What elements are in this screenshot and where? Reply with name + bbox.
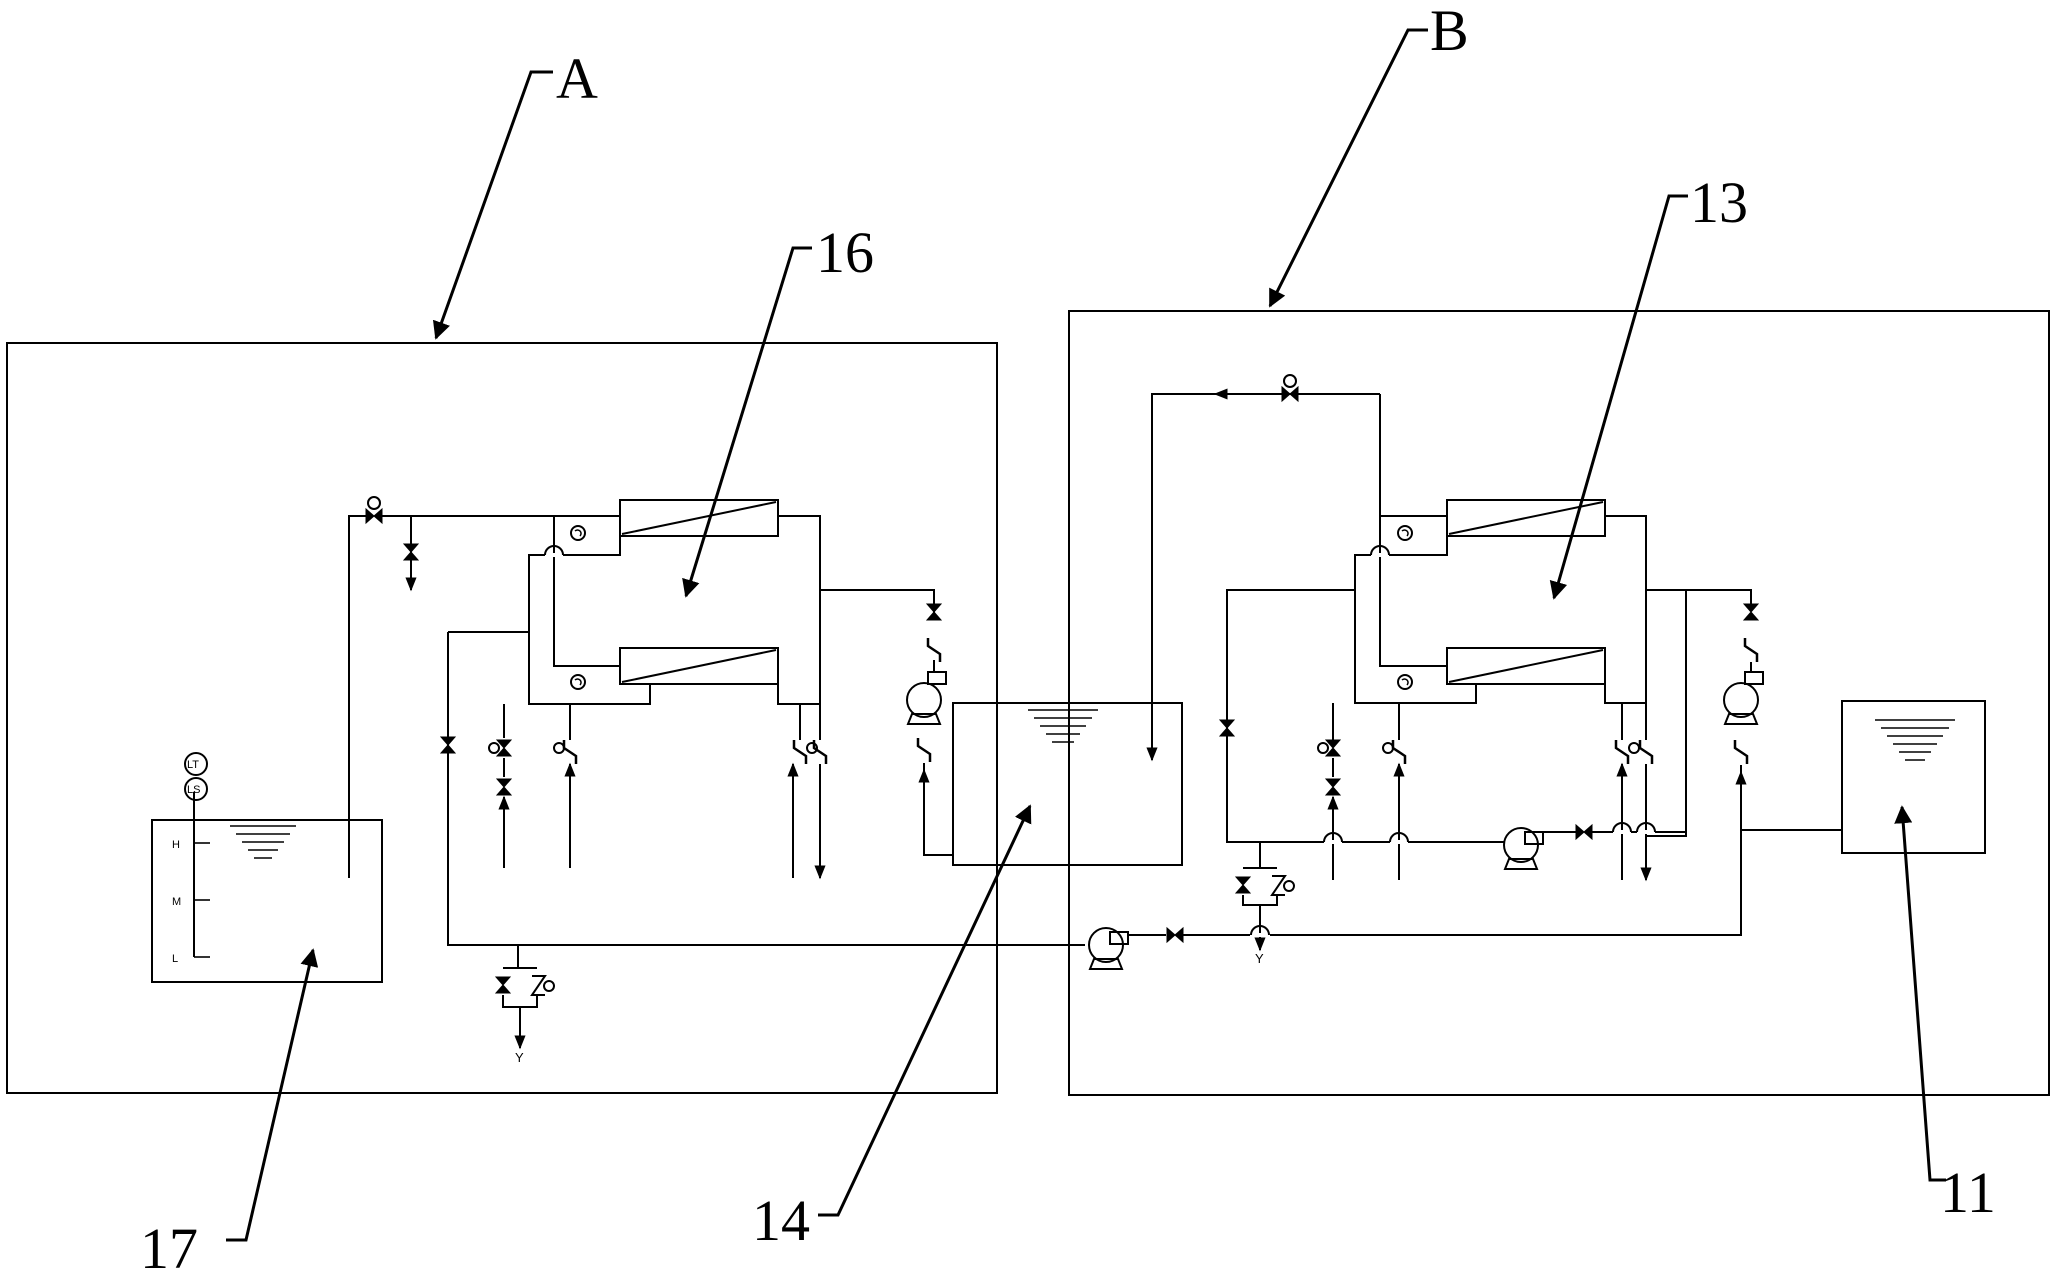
valve-transfer (1166, 927, 1184, 943)
drain-symbol-b: Y (1255, 951, 1264, 966)
valve-a-pump-outlet (926, 603, 942, 621)
label-a: A (556, 46, 598, 111)
rotameter-b-bottom (1397, 674, 1413, 690)
label-b: B (1430, 0, 1469, 63)
check-valve-b-r2 (1638, 738, 1654, 766)
label-16: 16 (816, 220, 874, 285)
svg-text:LS: LS (187, 784, 200, 796)
label-13-leader (1549, 194, 1688, 600)
valve-b-feed-pump (1575, 824, 1593, 840)
membrane-module-13-top (1446, 499, 1606, 537)
check-valve-b-pump (1743, 636, 1759, 664)
membrane-module-13-bottom (1446, 647, 1606, 685)
label-14-leader (818, 804, 1032, 1217)
pressure-relief-valve-a (365, 496, 383, 524)
membrane-module-16-bottom (619, 647, 779, 685)
label-14: 14 (752, 1188, 810, 1253)
pump-b-feed (1503, 827, 1544, 870)
pump-b-circulation (1723, 671, 1764, 725)
system-b-boundary (1068, 310, 2050, 1096)
rotameter-a-top (570, 525, 586, 541)
valve-a-recirc (440, 736, 456, 754)
tank-17: H M L (151, 792, 383, 983)
label-11: 11 (1940, 1160, 1996, 1225)
tank-14 (952, 702, 1183, 866)
check-valve-b-r1 (1614, 738, 1630, 766)
level-high-label: H (172, 839, 180, 851)
check-valve-b-feed (1391, 738, 1407, 766)
level-mid-label: M (172, 896, 181, 908)
check-valve-a-pump (926, 636, 942, 664)
drain-symbol-a: Y (515, 1050, 524, 1065)
level-low-label: L (172, 953, 178, 965)
label-13: 13 (1690, 170, 1748, 235)
valve-a-drain-1 (495, 976, 511, 994)
membrane-module-16-top (619, 499, 779, 537)
label-a-leader (432, 70, 553, 340)
label-11-leader (1894, 805, 1946, 1182)
valve-b-recirc (1219, 719, 1235, 737)
label-b-leader (1268, 28, 1428, 308)
level-switch-icon: LS (184, 777, 208, 801)
check-valve-a-feed (562, 738, 578, 766)
label-17-leader (226, 948, 319, 1242)
level-transmitter-icon: LT (184, 752, 208, 776)
valve-a-dose-2 (496, 778, 512, 796)
check-valve-a-suction (916, 736, 932, 764)
check-valve-b-suction (1733, 738, 1749, 766)
tank-11 (1841, 700, 1986, 854)
label-17: 17 (140, 1216, 198, 1279)
drain-valve-a1 (403, 543, 419, 561)
label-16-leader (682, 246, 812, 598)
pressure-relief-valve-b (1281, 374, 1299, 402)
svg-text:LT: LT (187, 759, 199, 771)
pump-a-circulation (906, 671, 947, 725)
system-a-boundary (6, 342, 998, 1094)
valve-b-pump-outlet (1743, 603, 1759, 621)
valve-b-dose-2 (1325, 778, 1341, 796)
valve-b-drain-1 (1235, 876, 1251, 894)
rotameter-b-top (1397, 525, 1413, 541)
pump-transfer (1088, 927, 1129, 970)
check-valve-a-r1 (792, 738, 808, 766)
rotameter-a-bottom (570, 674, 586, 690)
